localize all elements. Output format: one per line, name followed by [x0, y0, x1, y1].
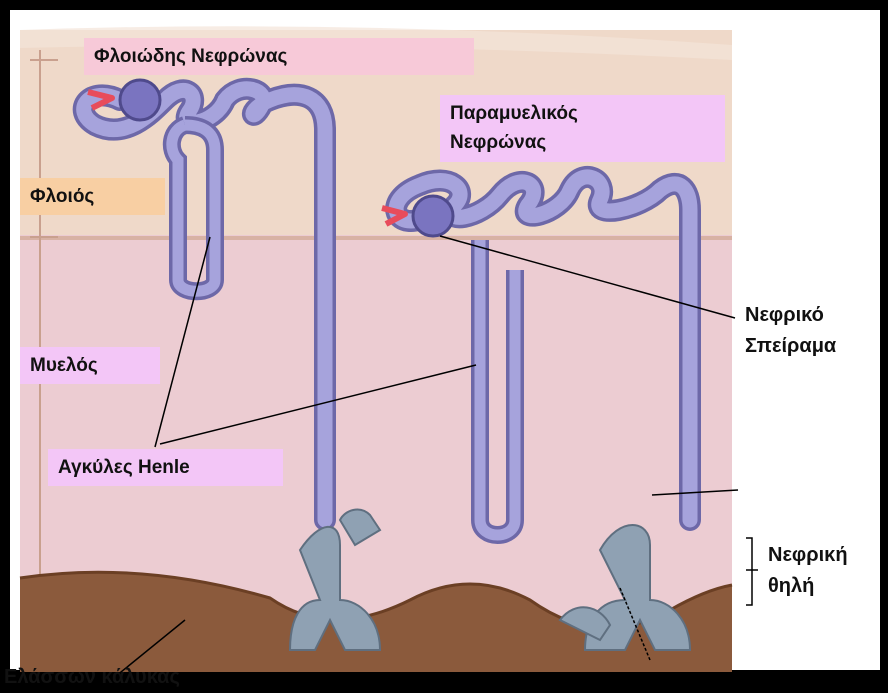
- juxtamedullary-glomerulus: [413, 196, 453, 236]
- juxtamedullary-nephron-label: Παραμυελικός Νεφρώνας: [440, 95, 725, 162]
- renal-papilla-label: Νεφρική θηλή: [768, 540, 848, 602]
- cortex-text: Φλοιός: [30, 186, 94, 207]
- renal-papilla-line1: Νεφρική: [768, 540, 848, 571]
- juxtamedullary-line2: Νεφρώνας: [450, 128, 715, 157]
- juxtamedullary-line1: Παραμυελικός: [450, 99, 715, 128]
- loops-of-henle-label: Αγκύλες Henle: [48, 449, 283, 486]
- medulla-label: Μυελός: [20, 347, 160, 384]
- cortical-glomerulus: [120, 80, 160, 120]
- cortical-nephron-label: Φλοιώδης Νεφρώνας: [84, 38, 474, 75]
- minor-calyx-label: Ελάσσων κάλυκας: [4, 662, 180, 693]
- cortical-nephron-text: Φλοιώδης Νεφρώνας: [94, 46, 287, 67]
- loops-of-henle-text: Αγκύλες Henle: [58, 457, 190, 478]
- medulla-text: Μυελός: [30, 355, 98, 376]
- cortex-label: Φλοιός: [20, 178, 165, 215]
- glomerulus-line2: Σπείραμα: [745, 331, 836, 362]
- minor-calyx-text: Ελάσσων κάλυκας: [4, 666, 180, 688]
- glomerulus-label: Νεφρικό Σπείραμα: [745, 300, 836, 362]
- glomerulus-line1: Νεφρικό: [745, 300, 836, 331]
- renal-papilla-line2: θηλή: [768, 571, 848, 602]
